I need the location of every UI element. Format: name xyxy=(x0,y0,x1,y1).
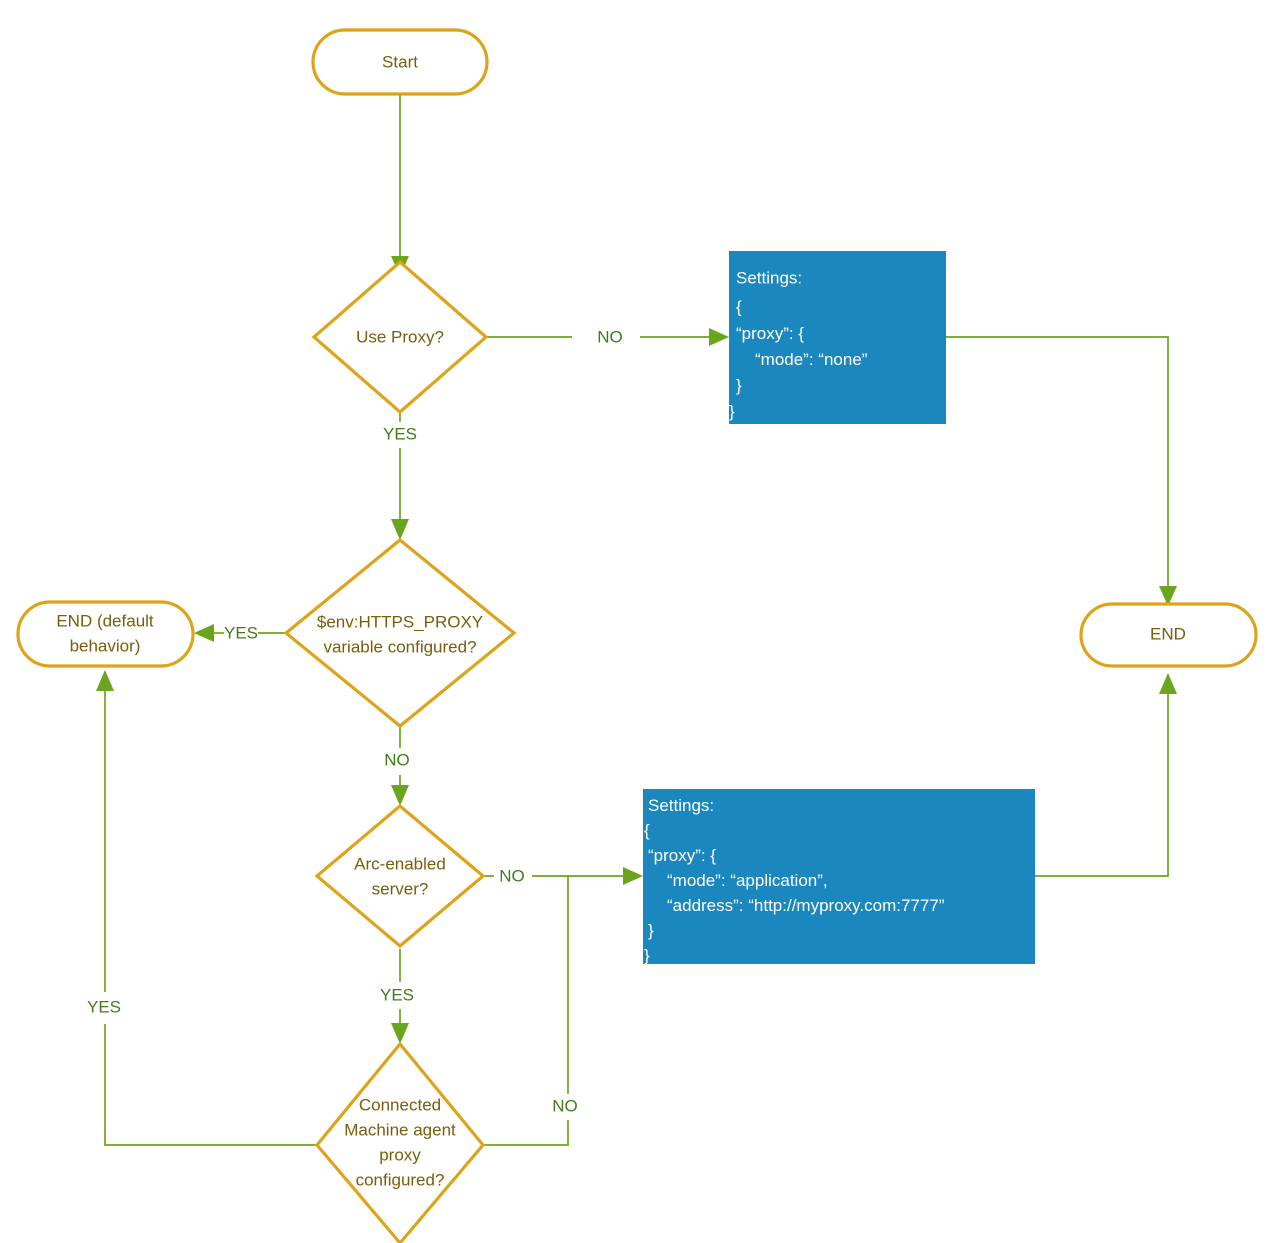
edge-use-proxy-yes: YES xyxy=(383,412,417,540)
settings-line: } xyxy=(729,402,735,421)
node-end[interactable]: END xyxy=(1079,602,1258,668)
connector-line xyxy=(104,1024,317,1146)
node-arc-enabled-line2: server? xyxy=(372,879,429,898)
terminator-shape xyxy=(1079,602,1258,668)
edge-https-proxy-no: NO xyxy=(384,710,410,806)
node-use-proxy[interactable]: Use Proxy? xyxy=(311,259,489,415)
arrow-head-icon xyxy=(1159,673,1177,694)
edge-label-arc-yes: YES xyxy=(380,985,414,1004)
arrow-head-icon xyxy=(96,670,114,691)
settings-line: Settings: xyxy=(736,268,802,287)
edge-arc-no: NO xyxy=(483,866,643,885)
decision-shape xyxy=(314,803,486,949)
decision-shape xyxy=(283,537,517,729)
node-cm-agent-line2: Machine agent xyxy=(344,1120,456,1139)
edge-start-to-use-proxy xyxy=(391,95,409,276)
node-arc-enabled-server[interactable]: Arc-enabled server? xyxy=(314,803,486,949)
node-use-proxy-label: Use Proxy? xyxy=(356,327,444,346)
decision-shape xyxy=(311,259,489,415)
edge-label-cm-agent-no: NO xyxy=(552,1096,578,1115)
edge-label-https-proxy-yes: YES xyxy=(224,623,258,642)
arrow-head-icon xyxy=(623,867,643,885)
settings-line: “address”: “http://myproxy.com:7777” xyxy=(667,896,945,915)
settings-line: Settings: xyxy=(648,796,714,815)
terminator-shape xyxy=(311,28,489,96)
arrow-head-icon xyxy=(1159,586,1177,606)
edge-cm-agent-no: NO xyxy=(483,876,578,1146)
edge-use-proxy-no: NO xyxy=(486,327,729,346)
node-arc-enabled-line1: Arc-enabled xyxy=(354,854,446,873)
connector-line xyxy=(483,1120,569,1146)
connector-line xyxy=(946,336,1169,592)
settings-line: } xyxy=(644,946,650,965)
settings-box-application: Settings: { “proxy”: { “mode”: “applicat… xyxy=(643,789,1035,965)
decision-shape xyxy=(314,1041,486,1243)
settings-box-rect xyxy=(729,251,946,424)
settings-line: “mode”: “none” xyxy=(755,350,868,369)
node-start[interactable]: Start xyxy=(311,28,489,96)
settings-line: “proxy”: { xyxy=(736,324,804,343)
settings-line: “mode”: “application”, xyxy=(667,871,828,890)
node-end-default-behavior[interactable]: END (default behavior) xyxy=(16,600,195,668)
node-cm-agent-line3: proxy xyxy=(379,1145,421,1164)
arrow-head-icon xyxy=(391,785,409,806)
node-end-default-line2: behavior) xyxy=(70,636,141,655)
arrow-head-icon xyxy=(391,1023,409,1044)
edge-label-use-proxy-yes: YES xyxy=(383,424,417,443)
edge-https-proxy-yes: YES xyxy=(194,623,286,642)
settings-line: } xyxy=(736,376,742,395)
edge-label-cm-agent-yes: YES xyxy=(87,997,121,1016)
node-end-label: END xyxy=(1150,624,1186,643)
node-cm-agent-line1: Connected xyxy=(359,1095,441,1114)
edge-settings-application-to-end xyxy=(1035,673,1177,877)
connector-line xyxy=(1035,690,1169,877)
edge-label-https-proxy-no: NO xyxy=(384,750,410,769)
settings-line: } xyxy=(648,921,654,940)
edge-label-use-proxy-no: NO xyxy=(597,327,623,346)
arrow-head-icon xyxy=(709,328,729,346)
node-end-default-line1: END (default xyxy=(56,611,154,630)
arrow-head-icon xyxy=(194,624,214,642)
edge-settings-none-to-end xyxy=(946,336,1177,606)
arrow-head-icon xyxy=(391,519,409,540)
settings-line: “proxy”: { xyxy=(648,846,716,865)
edge-arc-yes: YES xyxy=(380,949,414,1044)
node-cm-agent-proxy[interactable]: Connected Machine agent proxy configured… xyxy=(314,1041,486,1243)
terminator-shape xyxy=(16,600,195,668)
edge-cm-agent-yes: YES xyxy=(87,670,317,1146)
node-start-label: Start xyxy=(382,52,418,71)
settings-line: { xyxy=(644,821,650,840)
node-https-proxy-variable[interactable]: $env:HTTPS_PROXY variable configured? xyxy=(283,537,517,729)
settings-line: { xyxy=(736,297,742,316)
settings-box-none: Settings: { “proxy”: { “mode”: “none” } … xyxy=(729,251,946,424)
edge-label-arc-no: NO xyxy=(499,866,525,885)
node-https-proxy-line1: $env:HTTPS_PROXY xyxy=(317,612,483,631)
node-https-proxy-line2: variable configured? xyxy=(323,637,476,656)
settings-box-rect xyxy=(643,789,1035,964)
node-cm-agent-line4: configured? xyxy=(356,1170,445,1189)
